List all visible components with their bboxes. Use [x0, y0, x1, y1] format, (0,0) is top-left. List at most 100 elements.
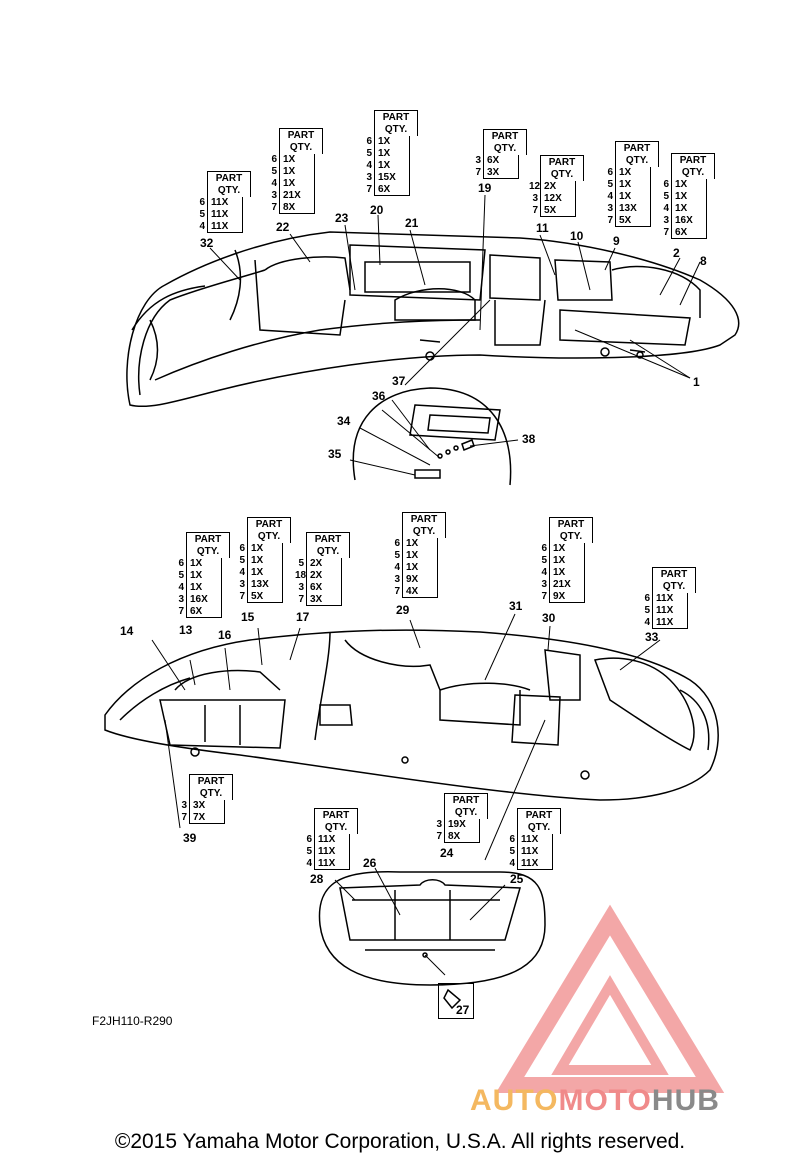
qty-table-header: PART QTY.: [374, 110, 418, 136]
part-27-box: [438, 983, 474, 1019]
part-ref: 7: [271, 202, 277, 213]
part-ref: 5: [239, 555, 245, 566]
part-qty: 1X: [615, 179, 651, 191]
part-ref: 6: [663, 179, 669, 190]
part-qty: 7X: [189, 812, 225, 824]
part-ref: 4: [509, 858, 515, 869]
callout-34: 34: [337, 414, 351, 428]
part-qty: 1X: [549, 543, 585, 555]
part-qty: 2X: [540, 181, 576, 193]
part-qty: 11X: [314, 846, 350, 858]
callout-21: 21: [405, 216, 419, 230]
part-qty: 2X: [306, 558, 342, 570]
part-qty: 4X: [402, 586, 438, 598]
part-ref: 5: [663, 191, 669, 202]
part-ref: 4: [366, 160, 372, 171]
part-qty: 5X: [247, 591, 283, 603]
part-qty: 16X: [671, 215, 707, 227]
part-qty: 11X: [517, 858, 553, 870]
part-ref: 4: [199, 221, 205, 232]
part-qty: 1X: [549, 567, 585, 579]
part-ref: 7: [181, 812, 187, 823]
part-ref: 6: [541, 543, 547, 554]
callout-23: 23: [335, 211, 349, 225]
watermark-auto: AUTO: [470, 1084, 559, 1117]
part-ref: 3: [366, 172, 372, 183]
qty-table-header: PART QTY.: [549, 517, 593, 543]
part-qty: 3X: [306, 594, 342, 606]
callout-15: 15: [241, 610, 255, 624]
part-qty: 3X: [189, 800, 225, 812]
copyright-notice: ©2015 Yamaha Motor Corporation, U.S.A. A…: [114, 1130, 686, 1153]
part-ref: 3: [436, 819, 442, 830]
part-qty: 1X: [186, 558, 222, 570]
part-ref: 7: [394, 586, 400, 597]
callout-24: 24: [440, 846, 454, 860]
part-ref: 6: [271, 154, 277, 165]
qty-table-header: PART QTY.: [247, 517, 291, 543]
part-ref: 7: [532, 205, 538, 216]
part-qty: 1X: [615, 167, 651, 179]
part-ref: 3: [607, 203, 613, 214]
upper-deck-drawing: [126, 231, 740, 408]
part-ref: 5: [607, 179, 613, 190]
part-ref: 4: [607, 191, 613, 202]
part-ref: 7: [663, 227, 669, 238]
part-ref: 3: [239, 579, 245, 590]
part-qty: 5X: [540, 205, 576, 217]
qty-table-header: PART QTY.: [483, 129, 527, 155]
part-qty: 1X: [247, 555, 283, 567]
part-qty: 1X: [279, 178, 315, 190]
part-ref: 7: [366, 184, 372, 195]
part-ref: 6: [607, 167, 613, 178]
part-qty: 6X: [186, 606, 222, 618]
part-ref: 18: [295, 570, 307, 581]
callout-33: 33: [645, 630, 659, 644]
part-qty: 2X: [306, 570, 342, 582]
part-ref: 3: [298, 582, 304, 593]
part-ref: 4: [306, 858, 312, 869]
callout-14: 14: [120, 624, 134, 638]
part-ref: 7: [541, 591, 547, 602]
callout-20: 20: [370, 203, 384, 217]
part-ref: 7: [239, 591, 245, 602]
part-ref: 6: [644, 593, 650, 604]
part-qty: 8X: [444, 831, 480, 843]
callout-26: 26: [363, 856, 377, 870]
qty-table-header: PART QTY.: [189, 774, 233, 800]
part-ref: 5: [394, 550, 400, 561]
part-ref: 5: [509, 846, 515, 857]
part-qty: 15X: [374, 172, 410, 184]
part-ref: 5: [541, 555, 547, 566]
callout-39: 39: [183, 831, 197, 845]
qty-table-header: PART QTY.: [186, 532, 230, 558]
qty-table-header: PART QTY.: [279, 128, 323, 154]
part-qty: 1X: [247, 543, 283, 555]
part-ref: 3: [663, 215, 669, 226]
callout-16: 16: [218, 628, 232, 642]
qty-table-header: PART QTY.: [444, 793, 488, 819]
part-qty: 11X: [517, 846, 553, 858]
part-qty: 1X: [279, 154, 315, 166]
part-qty: 21X: [279, 190, 315, 202]
watermark-logo: [495, 904, 725, 1093]
callout-31: 31: [509, 599, 523, 613]
part-ref: 5: [271, 166, 277, 177]
callout-25: 25: [510, 872, 524, 886]
callout-37: 37: [392, 374, 406, 388]
part-qty: 12X: [540, 193, 576, 205]
part-qty: 1X: [186, 570, 222, 582]
part-qty: 11X: [207, 221, 243, 233]
part-qty: 11X: [314, 858, 350, 870]
part-qty: 1X: [549, 555, 585, 567]
callout-1: 1: [693, 375, 700, 389]
